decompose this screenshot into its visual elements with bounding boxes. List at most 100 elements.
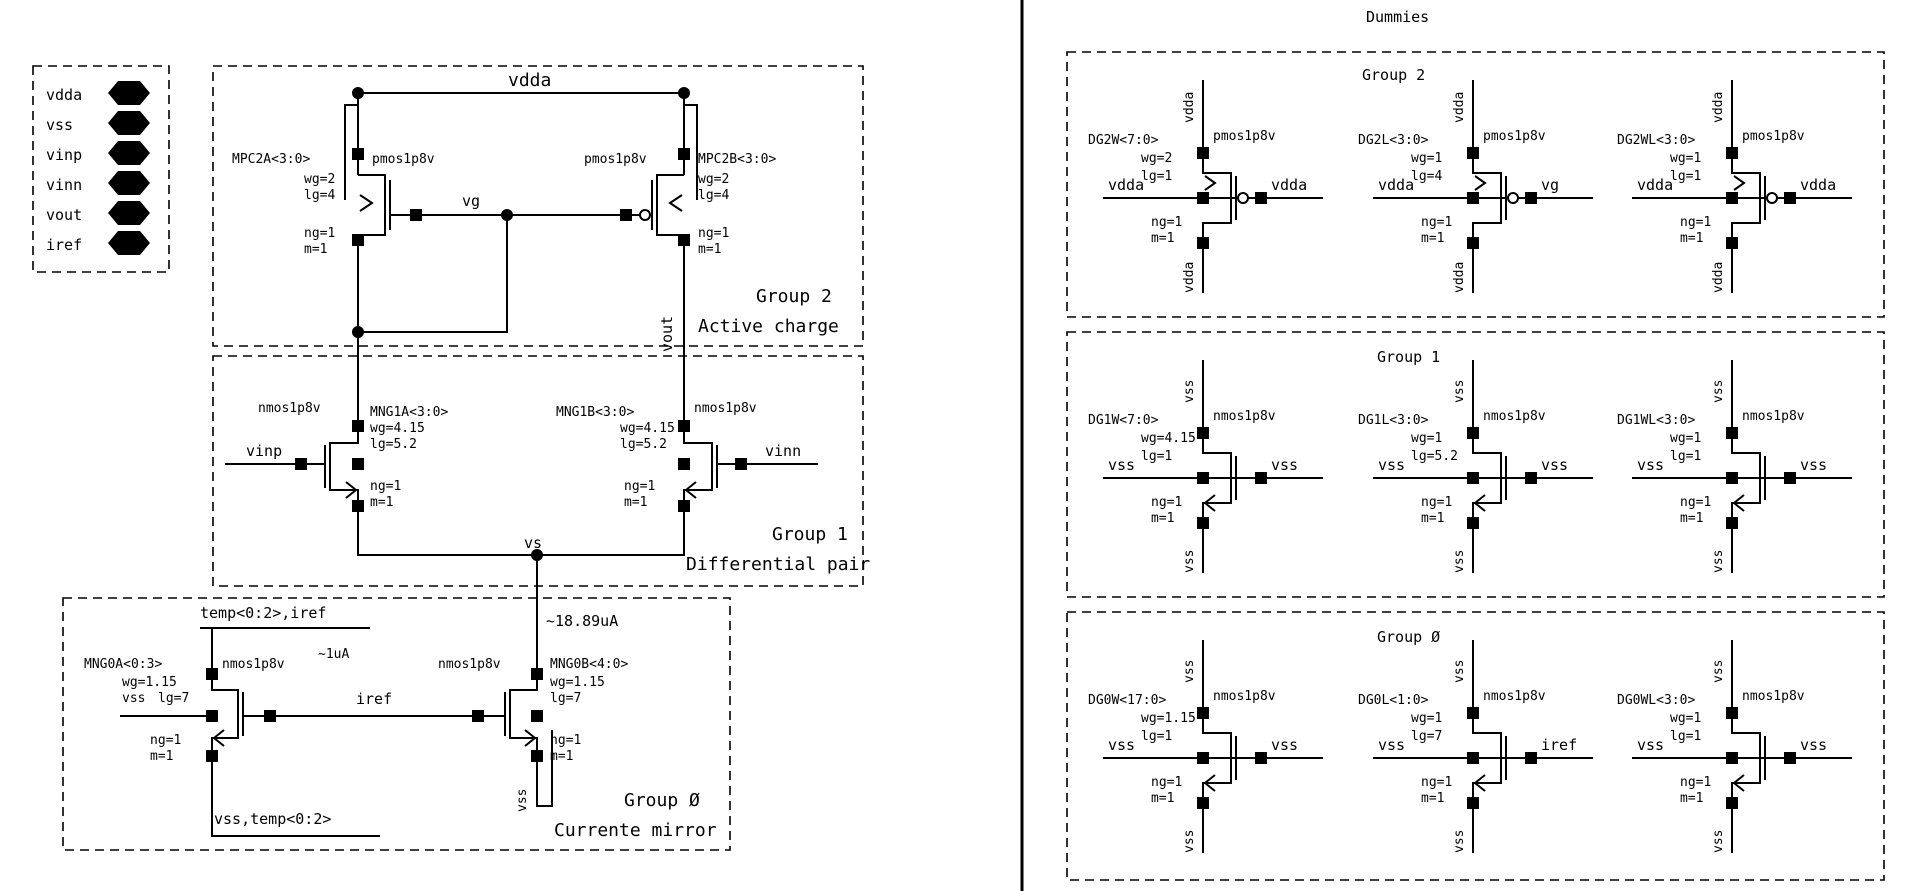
dummy-group1-box xyxy=(1066,331,1885,598)
net-label-vs: vs xyxy=(524,534,542,552)
dummy-m: m=1 xyxy=(1421,511,1444,526)
dummy-wg: wg=1 xyxy=(1670,711,1701,726)
pin-gate xyxy=(735,458,747,470)
device-ng: ng=1 xyxy=(370,479,401,494)
pin-source xyxy=(352,500,364,512)
dummy-gate-net: vss xyxy=(1378,456,1405,474)
port-iref[interactable]: iref xyxy=(46,231,150,255)
pin-bulk xyxy=(531,710,543,722)
device-ng: ng=1 xyxy=(304,226,335,241)
dummy-top-net: vss xyxy=(1182,380,1197,403)
dummy-wire xyxy=(1472,80,1502,293)
pin-bulk xyxy=(1467,752,1479,764)
pmos-bubble-icon xyxy=(639,209,651,221)
pin-gate xyxy=(1255,752,1267,764)
pin-bulk xyxy=(1197,752,1209,764)
transistor-mng0b[interactable]: nmos1p8v MNG0B<4:0> wg=1.15 lg=7 ng=1 m=… xyxy=(438,657,628,764)
dummy-bottom-net: vss xyxy=(1711,550,1726,573)
pin-top xyxy=(1726,707,1738,719)
device-m: m=1 xyxy=(698,242,721,257)
pin-gate xyxy=(1784,192,1796,204)
device-lg: lg=5.2 xyxy=(370,437,417,452)
dummies-title: Dummies xyxy=(1366,8,1429,26)
port-vss[interactable]: vss xyxy=(46,111,150,135)
main-schematic: Group 2 Active charge Group 1 Differenti… xyxy=(62,65,870,851)
dummy-lg: lg=1 xyxy=(1670,449,1701,464)
device-lg: lg=7 xyxy=(158,691,189,706)
pin-bulk xyxy=(1726,752,1738,764)
dummy-group2-box xyxy=(1066,51,1885,318)
pin-bottom xyxy=(1197,797,1209,809)
junction-dot xyxy=(352,326,364,338)
dummy-group2-title: Group 2 xyxy=(1362,66,1425,84)
dummy-wg: wg=1 xyxy=(1670,151,1701,166)
device-ng: ng=1 xyxy=(624,479,655,494)
dummy-lg: lg=7 xyxy=(1411,729,1442,744)
dummy-wg: wg=1 xyxy=(1411,711,1442,726)
device-m: m=1 xyxy=(370,495,393,510)
pin-bottom xyxy=(1197,237,1209,249)
dummy-gate-net: vdda xyxy=(1108,176,1144,194)
dummy-model: nmos1p8v xyxy=(1483,689,1546,704)
group1-title: Group 1 xyxy=(772,524,848,545)
dummy-m: m=1 xyxy=(1151,511,1174,526)
net-label-vinp: vinp xyxy=(246,442,282,460)
device-model: nmos1p8v xyxy=(222,657,285,672)
pin-drain xyxy=(678,420,690,432)
pin-top xyxy=(1726,147,1738,159)
transistor-mng1b[interactable]: MNG1B<3:0> nmos1p8v wg=4.15 lg=5.2 ng=1 … xyxy=(556,401,818,512)
transistor-mng0a[interactable]: MNG0A<0:3> nmos1p8v wg=1.15 vss lg=7 ng=… xyxy=(84,657,476,764)
port-vout[interactable]: vout xyxy=(46,201,150,225)
pin-bulk xyxy=(1726,192,1738,204)
group0-subtitle: Currente mirror xyxy=(554,820,717,841)
dummy-model: pmos1p8v xyxy=(1742,129,1805,144)
transistor-mpc2a[interactable]: MPC2A<3:0> pmos1p8v wg=2 lg=4 ng=1 m=1 xyxy=(232,148,435,257)
pmos-arrow-icon xyxy=(1474,175,1487,191)
port-label: vout xyxy=(46,206,82,224)
dummy-model: nmos1p8v xyxy=(1213,689,1276,704)
dummy-bulk-net: vss xyxy=(1800,736,1827,754)
dummy-wire xyxy=(1472,360,1502,573)
dummy-bottom-net: vss xyxy=(1711,830,1726,853)
port-hex-icon xyxy=(108,81,150,105)
pin-bulk xyxy=(206,710,218,722)
pin-gate xyxy=(1255,472,1267,484)
dummy-name: DG1WL<3:0> xyxy=(1617,413,1695,428)
dummy-model: nmos1p8v xyxy=(1742,689,1805,704)
port-vinp[interactable]: vinp xyxy=(46,141,150,165)
device-lg: lg=4 xyxy=(698,188,729,203)
pin-gate xyxy=(1784,752,1796,764)
nmos-arrow-icon xyxy=(524,729,537,747)
pin-bottom xyxy=(1197,517,1209,529)
dummy-wire xyxy=(1731,80,1761,293)
dummy-ng: ng=1 xyxy=(1151,215,1182,230)
device-name: MPC2A<3:0> xyxy=(232,152,310,167)
dummy-m: m=1 xyxy=(1680,791,1703,806)
device-model: nmos1p8v xyxy=(694,401,757,416)
port-vdda[interactable]: vdda xyxy=(46,81,150,105)
pmos-bubble-icon xyxy=(1507,192,1519,204)
port-label: vinn xyxy=(46,176,82,194)
pin-bottom xyxy=(1467,517,1479,529)
transistor-mng1a[interactable]: nmos1p8v MNG1A<3:0> wg=4.15 lg=5.2 ng=1 … xyxy=(225,401,448,512)
pin-gate xyxy=(1255,192,1267,204)
transistor-mpc2b[interactable]: pmos1p8v MPC2B<3:0> wg=2 lg=4 ng=1 m=1 xyxy=(584,148,776,257)
dummy-gate-net: vss xyxy=(1108,736,1135,754)
device-wg: wg=4.15 xyxy=(370,421,425,436)
port-hex-icon xyxy=(108,231,150,255)
device-lg: lg=7 xyxy=(550,691,581,706)
port-vinn[interactable]: vinn xyxy=(46,171,150,195)
dummy-bottom-net: vdda xyxy=(1452,262,1467,293)
nmos-body xyxy=(225,432,359,500)
dummy-name: DG1W<7:0> xyxy=(1088,413,1159,428)
